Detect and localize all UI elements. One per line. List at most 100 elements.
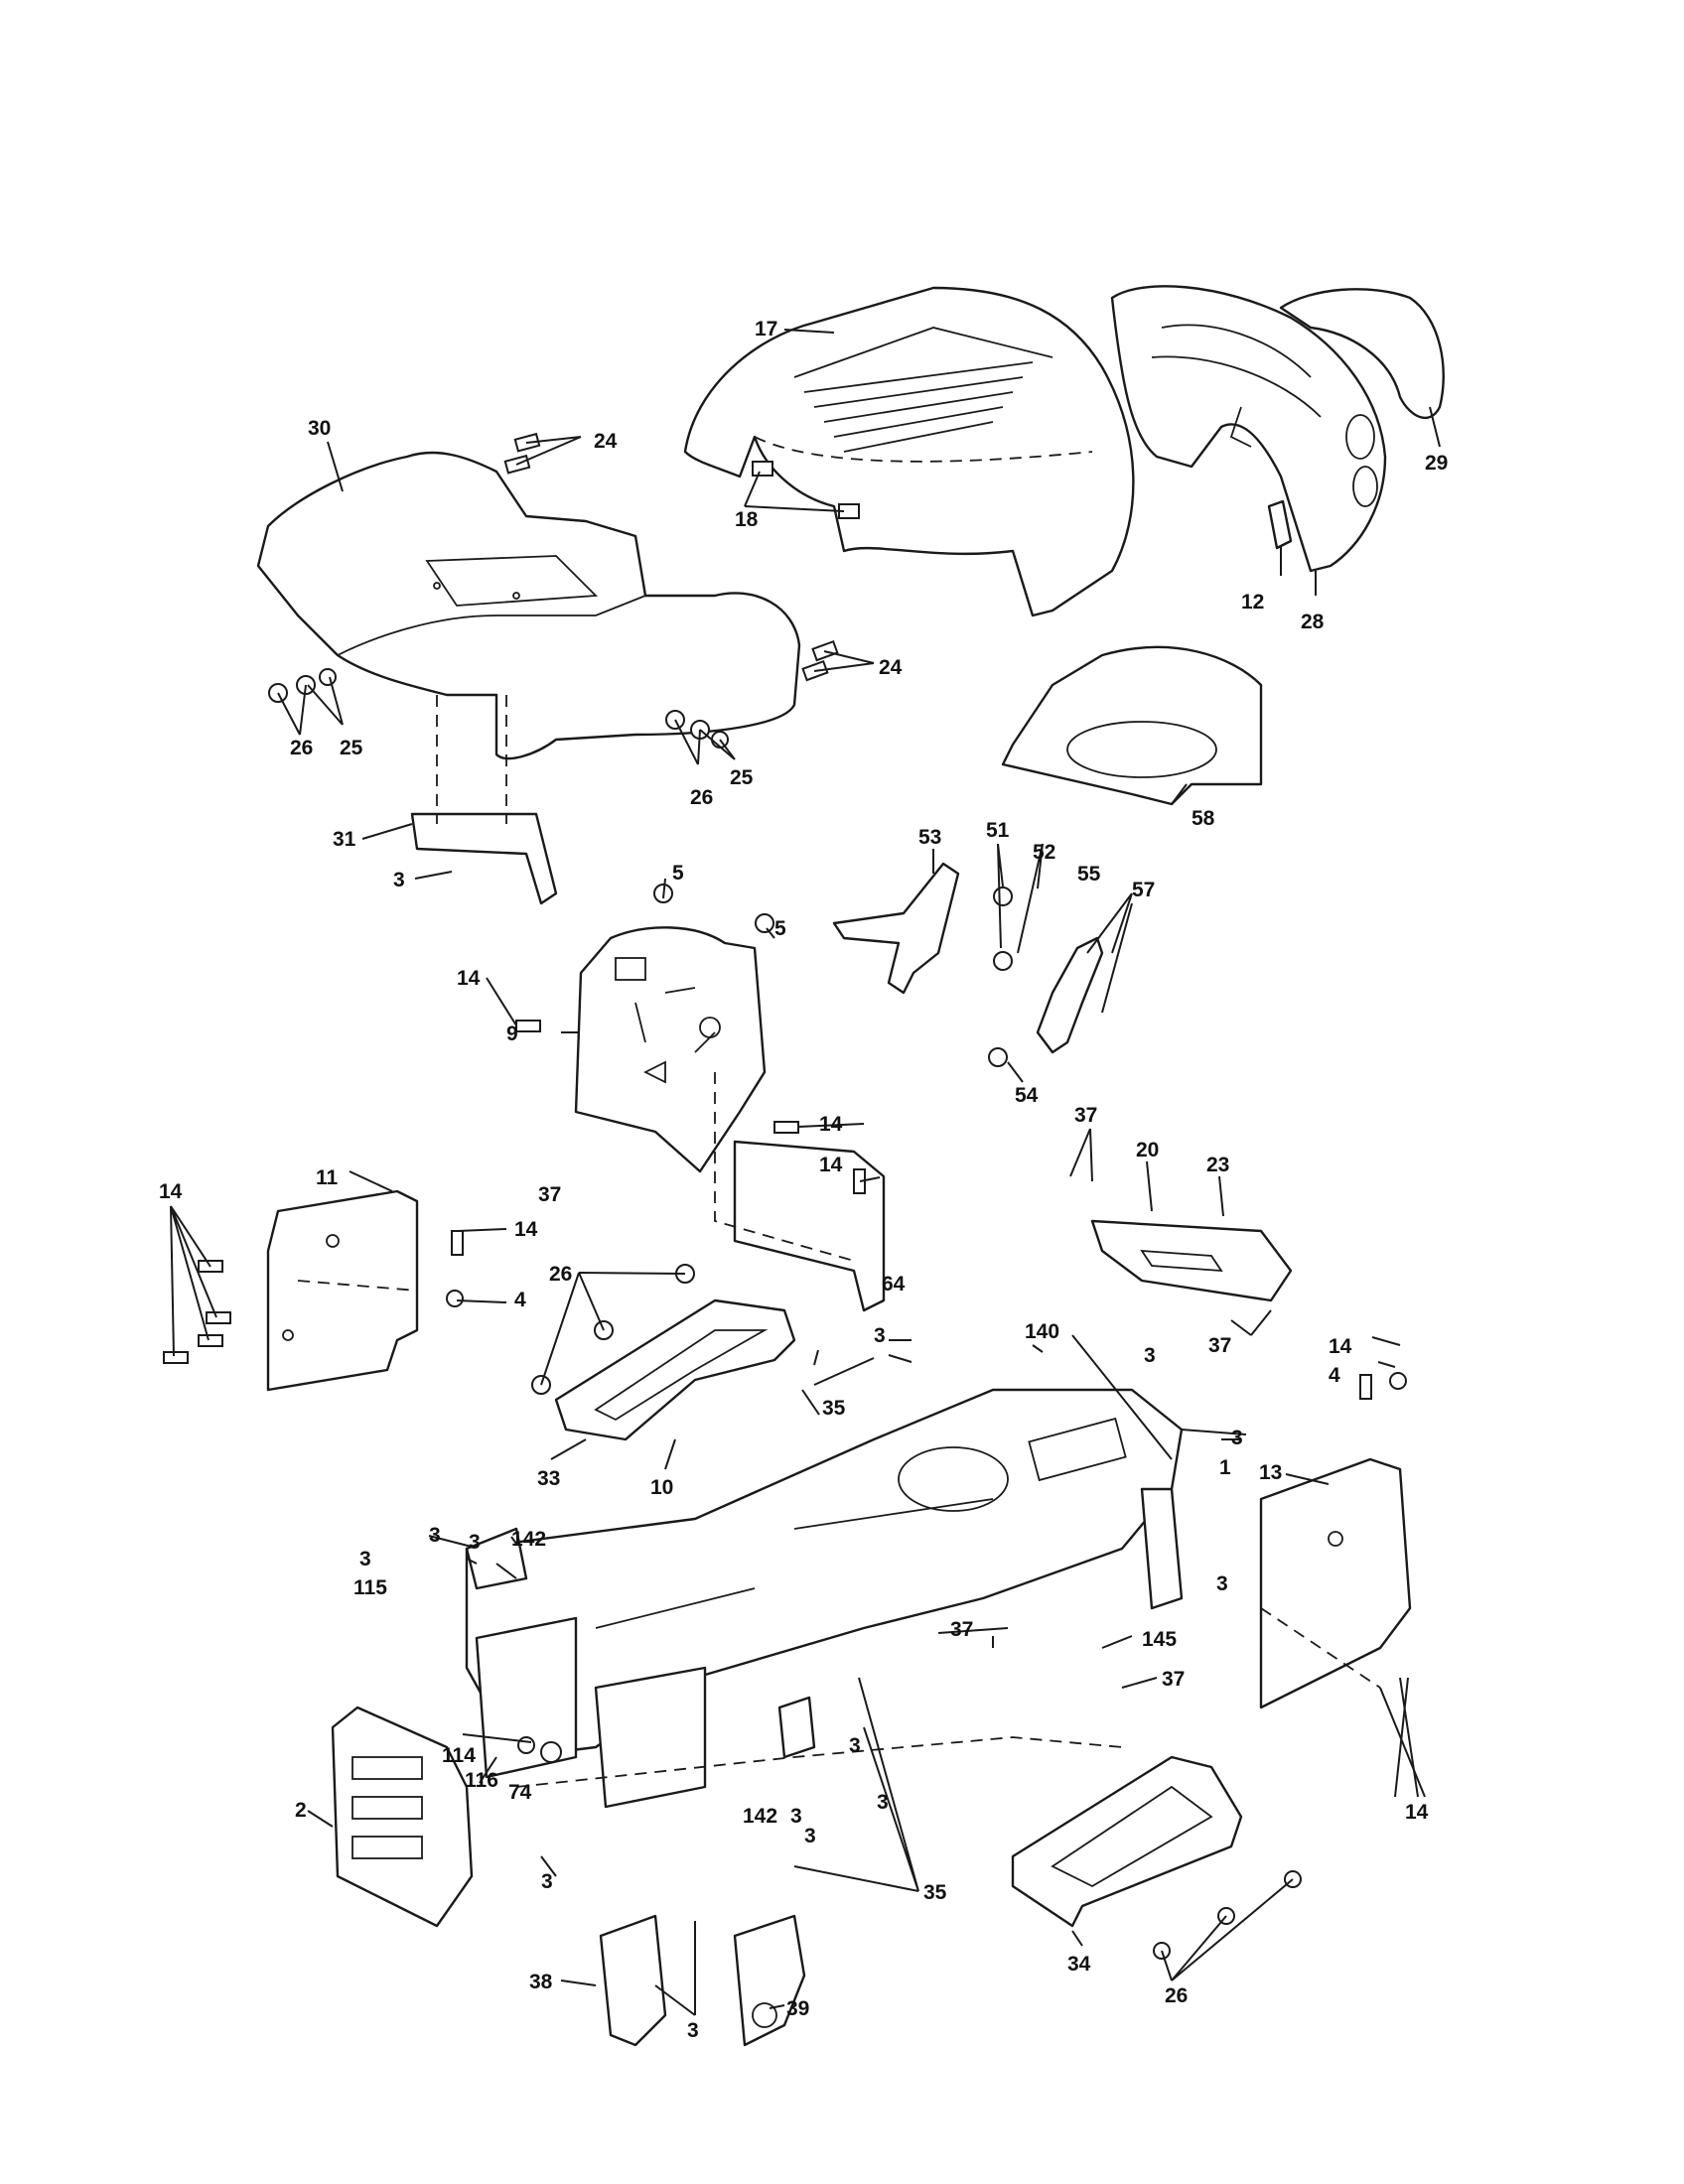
- label-5-lower: 5: [774, 917, 786, 940]
- label-31: 31: [333, 828, 356, 851]
- label-3-right-stack: 3: [1216, 1572, 1228, 1595]
- label-2: 2: [295, 1799, 307, 1822]
- label-114: 114: [442, 1744, 476, 1767]
- label-64: 64: [882, 1273, 906, 1296]
- label-58: 58: [1192, 807, 1215, 830]
- label-38: 38: [529, 1971, 553, 1993]
- label-13: 13: [1259, 1461, 1282, 1484]
- plate-left: [475, 1616, 578, 1779]
- label-55: 55: [1077, 863, 1101, 886]
- label-20: 20: [1136, 1139, 1159, 1161]
- label-3-lower-a: 3: [790, 1805, 802, 1828]
- label-3-left-b: 3: [469, 1531, 481, 1554]
- label-23: 23: [1206, 1154, 1229, 1176]
- leader-lines: [170, 329, 1441, 2016]
- lens-part: [1279, 288, 1445, 419]
- label-25-right: 25: [730, 766, 754, 789]
- label-3-lower-c: 3: [849, 1734, 861, 1757]
- label-29: 29: [1425, 452, 1448, 475]
- label-26-bottom: 26: [1165, 1984, 1188, 2007]
- label-28: 28: [1301, 611, 1325, 633]
- label-3-frame-c: 3: [1231, 1427, 1243, 1449]
- label-14-mid: 14: [819, 1113, 843, 1136]
- latch-part: [1267, 499, 1293, 550]
- label-4-left: 4: [514, 1289, 526, 1311]
- label-3-frame-a: 3: [874, 1324, 886, 1347]
- label-18: 18: [735, 508, 759, 531]
- label-12: 12: [1241, 591, 1264, 614]
- label-35-lower: 35: [923, 1881, 947, 1904]
- label-51: 51: [986, 819, 1010, 842]
- side-panel-13: [1259, 1457, 1412, 1709]
- label-14-right: 14: [1329, 1335, 1352, 1358]
- label-3-bracket2: 3: [541, 1870, 553, 1893]
- bracket-142-right: [777, 1696, 816, 1759]
- label-37-bracket-upper: 37: [1074, 1104, 1097, 1127]
- hood-bumper: [752, 461, 773, 477]
- label-35-footrest: 35: [822, 1397, 846, 1420]
- label-3-lower-b: 3: [804, 1825, 816, 1847]
- grille-part: [1110, 285, 1387, 573]
- fender-bracket-part: [410, 812, 558, 905]
- label-26-right: 26: [690, 786, 713, 809]
- fender-part: [256, 451, 801, 760]
- label-115: 115: [353, 1576, 387, 1599]
- label-1: 1: [1219, 1456, 1231, 1479]
- label-24-lower: 24: [879, 656, 903, 679]
- panel-64: [733, 1140, 886, 1312]
- label-54: 54: [1015, 1084, 1039, 1107]
- label-14-bottom-right: 14: [1405, 1801, 1429, 1824]
- label-26-footrest: 26: [549, 1263, 572, 1286]
- hood-part: [683, 286, 1135, 617]
- label-14-dash: 14: [457, 967, 481, 990]
- label-33: 33: [537, 1467, 560, 1490]
- bracket-53: [832, 862, 960, 995]
- footrest-34: [1011, 1755, 1243, 1928]
- label-14-left: 14: [159, 1180, 183, 1203]
- label-3-frame-b: 3: [1144, 1344, 1156, 1367]
- bracket-55: [1036, 936, 1104, 1054]
- label-11: 11: [316, 1166, 339, 1189]
- label-39: 39: [786, 1997, 809, 2020]
- part-labels: 17 18 12 28 29 30 24 24 26 25 26 25 31 3…: [159, 318, 1448, 2042]
- label-5-upper: 5: [672, 862, 684, 885]
- label-25-left: 25: [340, 737, 363, 759]
- seat-pan-part: [1001, 645, 1263, 806]
- label-37-dash: 37: [538, 1183, 561, 1206]
- label-140: 140: [1025, 1320, 1059, 1343]
- label-26-left: 26: [290, 737, 313, 759]
- label-14-panel: 14: [514, 1218, 538, 1241]
- side-panel-11: [266, 1189, 419, 1392]
- label-14-mid2: 14: [819, 1154, 843, 1176]
- label-24-upper: 24: [594, 430, 618, 453]
- label-142-lower: 142: [743, 1805, 777, 1828]
- dash-panel-part: [574, 926, 767, 1173]
- bracket-20: [1090, 1219, 1293, 1302]
- label-3-left-a: 3: [429, 1524, 441, 1547]
- label-142-upper: 142: [511, 1528, 546, 1551]
- front-bracket-2: [331, 1706, 474, 1928]
- label-30: 30: [308, 417, 331, 440]
- label-74: 74: [508, 1781, 532, 1804]
- label-52: 52: [1033, 841, 1055, 864]
- label-57: 57: [1132, 879, 1155, 901]
- bracket-38: [599, 1914, 667, 2047]
- label-9: 9: [506, 1023, 518, 1045]
- label-37-frame-center: 37: [950, 1618, 973, 1641]
- label-3-lower-d: 3: [877, 1791, 889, 1814]
- label-17: 17: [755, 318, 777, 341]
- label-3-fender: 3: [393, 869, 405, 891]
- footrest-33: [554, 1298, 796, 1441]
- label-37-bracket-lower: 37: [1208, 1334, 1231, 1357]
- label-116: 116: [465, 1769, 498, 1792]
- label-3-left-c: 3: [359, 1548, 371, 1570]
- label-4-right: 4: [1329, 1364, 1340, 1387]
- label-10: 10: [650, 1476, 673, 1499]
- label-53: 53: [918, 826, 941, 849]
- label-34: 34: [1067, 1953, 1091, 1976]
- plate-center: [594, 1666, 707, 1809]
- label-37-frame-right: 37: [1162, 1668, 1185, 1691]
- label-3-bracket38: 3: [687, 2019, 699, 2042]
- label-145: 145: [1142, 1628, 1177, 1651]
